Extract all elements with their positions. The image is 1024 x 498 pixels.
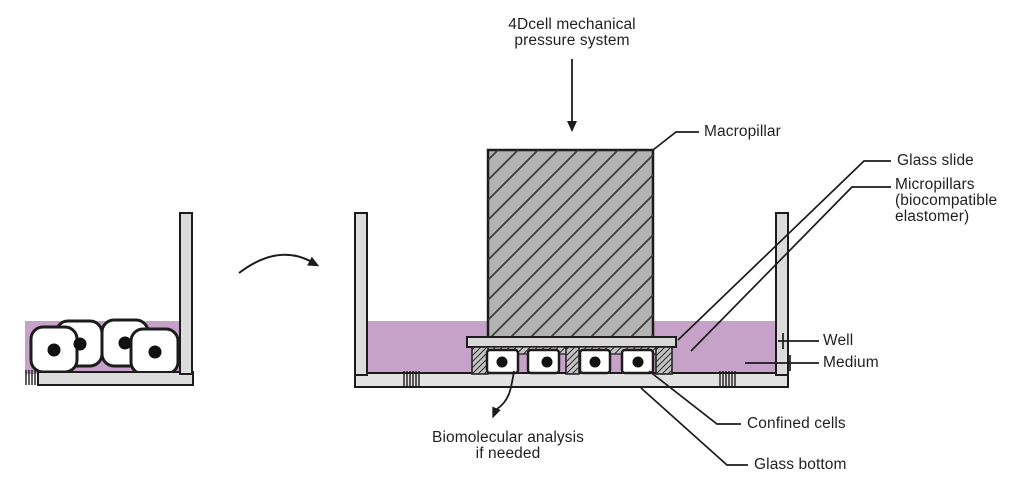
confined-cells <box>485 348 655 375</box>
confiner-assembly <box>466 336 677 375</box>
left-dish-cells <box>29 318 180 376</box>
confined-cells-leader-line <box>648 370 741 425</box>
label-glass-slide: Glass slide <box>897 152 974 169</box>
label-confined-cells: Confined cells <box>747 415 846 432</box>
glass-slide <box>466 336 677 348</box>
label-medium: Medium <box>823 354 879 371</box>
glass-slide-leader-line <box>677 160 891 341</box>
cell-nucleus <box>73 337 87 351</box>
bottom-break-hatch-right <box>719 371 736 386</box>
well-right-wall <box>775 212 789 376</box>
cell-nucleus <box>632 356 644 368</box>
analysis-arrow <box>492 370 515 419</box>
cell-nucleus <box>118 336 132 350</box>
cell-nucleus <box>496 356 508 368</box>
bottom-break-hatch-left <box>403 371 420 386</box>
label-micropillars-line: Micropillars <box>895 176 975 193</box>
left-dish-break-hatch <box>25 370 39 385</box>
system-title-line: 4Dcell mechanical <box>508 16 636 33</box>
system-title: 4Dcell mechanical pressure system <box>492 17 652 49</box>
label-biomolecular-line: if needed <box>475 445 541 462</box>
leader-lines <box>640 131 891 466</box>
transfer-arrow <box>238 253 320 274</box>
label-macropillar: Macropillar <box>704 123 781 140</box>
label-biomolecular-line: Biomolecular analysis <box>432 429 584 446</box>
well-left-wall <box>354 212 368 376</box>
label-glass-bottom: Glass bottom <box>754 456 847 473</box>
left-dish <box>25 212 194 386</box>
label-well: Well <box>823 332 854 349</box>
left-dish-wall <box>179 212 193 375</box>
label-micropillars-line: (biocompatible <box>895 192 998 209</box>
cell-nucleus <box>541 356 553 368</box>
system-title-line: pressure system <box>514 32 630 49</box>
micropillar-hatch <box>655 346 673 375</box>
macropillar <box>486 148 655 341</box>
left-dish-cell-nuclei <box>47 336 162 359</box>
left-dish-bottom <box>37 371 194 386</box>
micropillar-hatch <box>565 346 580 375</box>
label-micropillars-line: elastomer) <box>895 208 970 225</box>
cell-nucleus <box>589 356 601 368</box>
cell-nucleus <box>148 345 162 359</box>
label-biomolecular-analysis: Biomolecular analysis if needed <box>418 430 598 462</box>
glass-bottom-leader-line <box>640 387 748 466</box>
macropillar-leader-line <box>652 131 699 151</box>
pressure-arrow <box>567 59 577 132</box>
label-micropillars: Micropillars (biocompatible elastomer) <box>895 177 997 225</box>
micropillars-leader-line <box>690 186 891 352</box>
cell-nucleus <box>47 343 61 357</box>
macropillar-hatch <box>487 149 654 340</box>
confined-cell-nuclei <box>496 356 644 368</box>
